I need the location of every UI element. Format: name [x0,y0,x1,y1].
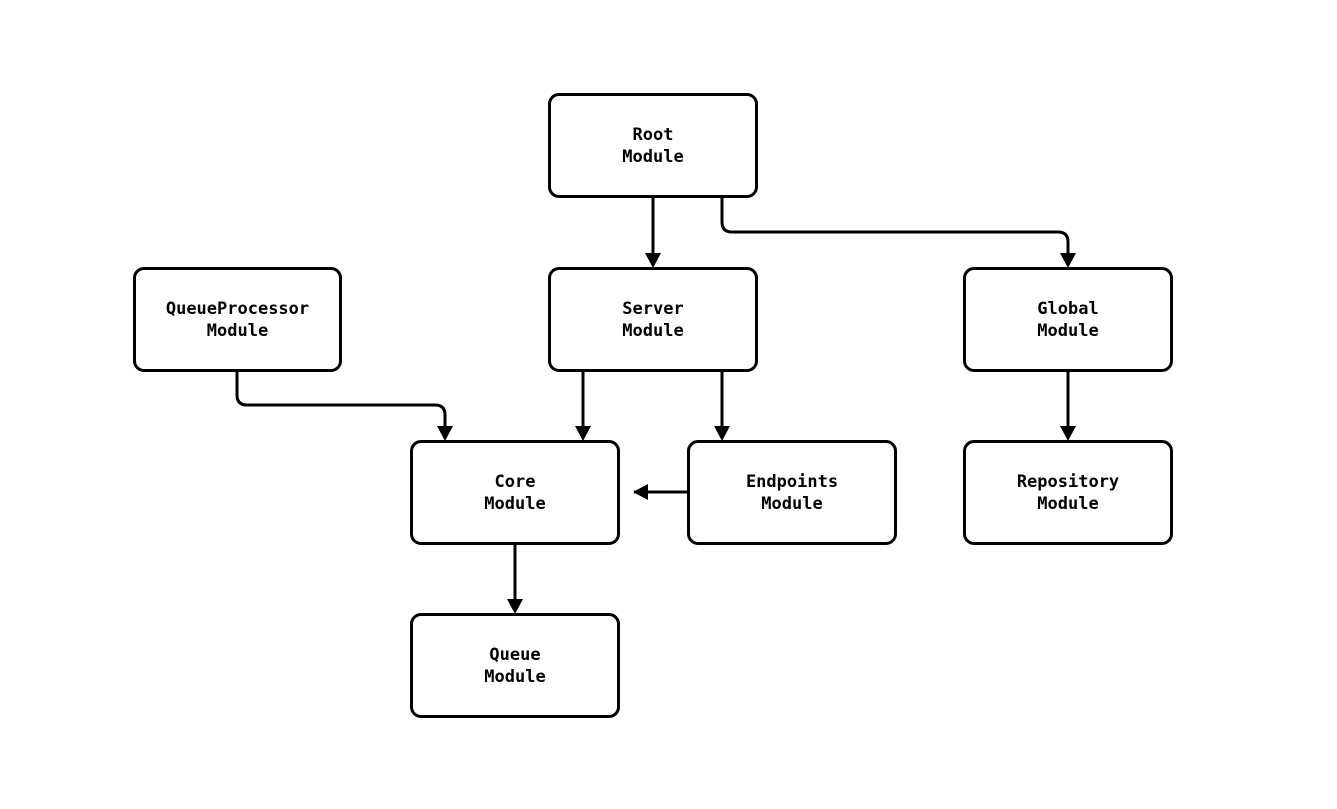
arrowhead-endpoints-to-core [633,484,648,500]
node-label-repository: Repository Module [1016,471,1120,514]
arrowhead-server-to-endpoints [714,426,730,441]
arrowhead-queueprocessor-to-core [437,426,453,441]
node-queue[interactable]: Queue Module [410,613,620,718]
edge-paths [235,198,1076,614]
node-label-global: Global Module [1037,298,1099,341]
node-label-endpoints: Endpoints Module [745,471,839,514]
node-label-queue: Queue Module [484,644,546,687]
node-server[interactable]: Server Module [548,267,758,372]
node-label-queueprocessor: QueueProcessor Module [165,298,310,341]
node-label-core: Core Module [484,471,546,514]
arrowhead-global-to-repository [1060,426,1076,441]
edge-queueprocessor-to-core [235,372,447,426]
arrowhead-root-to-server [645,253,661,268]
arrowhead-root-to-global [1060,253,1076,268]
node-repository[interactable]: Repository Module [963,440,1173,545]
node-root[interactable]: Root Module [548,93,758,198]
node-core[interactable]: Core Module [410,440,620,545]
node-global[interactable]: Global Module [963,267,1173,372]
node-label-root: Root Module [622,124,684,167]
node-label-server: Server Module [622,298,684,341]
node-queueprocessor[interactable]: QueueProcessor Module [133,267,342,372]
arrowhead-core-to-queue [507,599,523,614]
edge-root-to-global [720,198,1070,253]
arrowhead-server-to-core [575,426,591,441]
node-endpoints[interactable]: Endpoints Module [687,440,897,545]
